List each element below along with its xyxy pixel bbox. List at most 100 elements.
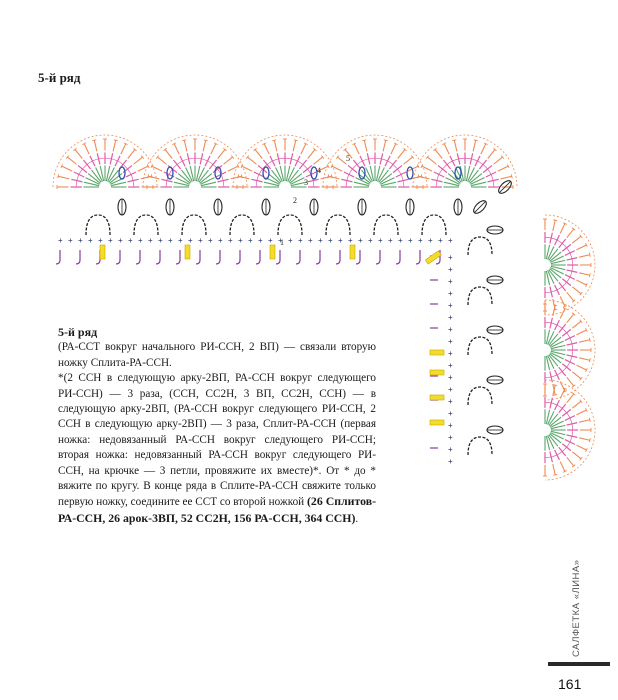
plus-stitch: +: [148, 236, 153, 245]
plus-stitch: +: [128, 236, 133, 245]
instruction-body: *(2 ССН в следующую арку-2ВП, РА-ССН вок…: [58, 372, 376, 509]
instruction-title: 5-й ряд: [58, 325, 98, 339]
blue-bead: [214, 166, 222, 180]
plus-stitch: +: [58, 236, 63, 245]
hook-stitch: [155, 250, 161, 265]
plus-stitch: +: [98, 236, 103, 245]
chain-arch: [325, 214, 351, 236]
instruction-text: 5-й ряд (РА-ССТ вокруг начального РИ-ССН…: [58, 325, 376, 527]
plus-stitch: +: [448, 277, 453, 286]
instruction-paragraph-2: *(2 ССН в следующую арку-2ВП, РА-ССН вок…: [58, 371, 376, 527]
leaf-stitch: [486, 425, 504, 435]
plus-stitch: +: [448, 373, 453, 382]
plus-stitch: +: [288, 236, 293, 245]
blue-bead: [166, 166, 174, 180]
plus-stitch: +: [358, 236, 363, 245]
side-fan-column: [543, 214, 596, 481]
leaf-stitch: [117, 198, 127, 216]
hook-stitch: [335, 250, 341, 265]
hook-stitch: [95, 250, 101, 265]
plus-stitch: +: [448, 313, 453, 322]
fan-motif: [142, 134, 248, 189]
hook-stitch: [195, 250, 201, 265]
hook-stitch: [215, 250, 221, 265]
leaf-stitch: [486, 325, 504, 335]
plus-stitch: +: [158, 236, 163, 245]
plus-stitch: +: [108, 236, 113, 245]
plus-stitch: +: [268, 236, 273, 245]
hook-stitch: [115, 250, 121, 265]
plus-stitch: +: [448, 409, 453, 418]
marker-5: 5: [346, 154, 350, 163]
yellow-marker: [99, 244, 106, 260]
leaf-stitch: [486, 275, 504, 285]
instruction-paragraph-1: (РА-ССТ вокруг начального РИ-ССН, 2 ВП) …: [58, 341, 376, 369]
chain-arch: [467, 386, 493, 406]
plus-stitch: +: [208, 236, 213, 245]
plus-stitch: +: [338, 236, 343, 245]
plus-stitch: +: [448, 253, 453, 262]
page-number: 161: [558, 676, 582, 692]
plus-stitch: +: [218, 236, 223, 245]
page-number-bar: [548, 662, 610, 666]
hook-stitch: [235, 250, 241, 265]
chain-arch: [277, 214, 303, 236]
chain-arch: [467, 286, 493, 306]
plus-stitch: +: [78, 236, 83, 245]
plus-stitch: +: [298, 236, 303, 245]
plus-stitch: +: [378, 236, 383, 245]
plus-stitch: +: [438, 236, 443, 245]
plus-stitch: +: [408, 236, 413, 245]
plus-stitch: +: [448, 385, 453, 394]
plus-stitch: +: [188, 236, 193, 245]
leaf-stitch: [165, 198, 175, 216]
instruction-end: .: [355, 512, 359, 525]
leaf-stitch: [473, 200, 487, 214]
leaf-stitch: [486, 375, 504, 385]
hook-stitch: [355, 250, 361, 265]
fan-motif: [322, 134, 428, 189]
leaf-stitch: [357, 198, 367, 216]
blue-bead: [454, 166, 462, 180]
plus-stitch: +: [448, 289, 453, 298]
plus-stitch: +: [118, 236, 123, 245]
book-title-label: САЛФЕТКА «ЛИНА»: [571, 559, 582, 657]
hook-stitch: [315, 250, 321, 265]
yellow-marker: [429, 369, 445, 376]
leaf-stitch: [453, 198, 463, 216]
instruction-summary: (26 Сплитов-РА-ССН, 26 арок-3ВП, 52 СС2Н…: [58, 494, 376, 525]
plus-stitch: +: [198, 236, 203, 245]
yellow-marker: [429, 349, 445, 356]
chain-arch: [133, 214, 159, 236]
hook-stitch: [395, 250, 401, 265]
blue-bead: [406, 166, 414, 180]
marker-1: 1: [280, 238, 284, 247]
plus-stitch: +: [448, 433, 453, 442]
top-fan-row: [52, 134, 518, 189]
hook-stitch: [275, 250, 281, 265]
plus-stitch: +: [228, 236, 233, 245]
blue-bead: [118, 166, 126, 180]
base-stitch-row: ++++++++++++++++++++++++++++++++++++++++…: [55, 236, 453, 466]
plus-stitch: +: [238, 236, 243, 245]
plus-stitch: +: [448, 265, 453, 274]
crochet-diagram: ++++++++++++++++++++++++++++++++++++++++…: [52, 134, 596, 481]
leaf-stitch: [498, 180, 512, 194]
plus-stitch: +: [248, 236, 253, 245]
hook-stitch: [55, 250, 61, 265]
plus-stitch: +: [448, 301, 453, 310]
marker-4: 4: [317, 166, 321, 175]
yellow-marker: [184, 244, 191, 260]
yellow-marker: [429, 419, 445, 426]
plus-stitch: +: [278, 236, 283, 245]
plus-stitch: +: [418, 236, 423, 245]
plus-stitch: +: [308, 236, 313, 245]
hook-stitch: [255, 250, 261, 265]
yellow-marker: [349, 244, 356, 260]
plus-stitch: +: [68, 236, 73, 245]
plus-stitch: +: [448, 421, 453, 430]
chain-arch: [467, 436, 493, 456]
blue-bead: [358, 166, 366, 180]
chain-arch: [467, 236, 493, 256]
yellow-marker: [424, 250, 442, 265]
